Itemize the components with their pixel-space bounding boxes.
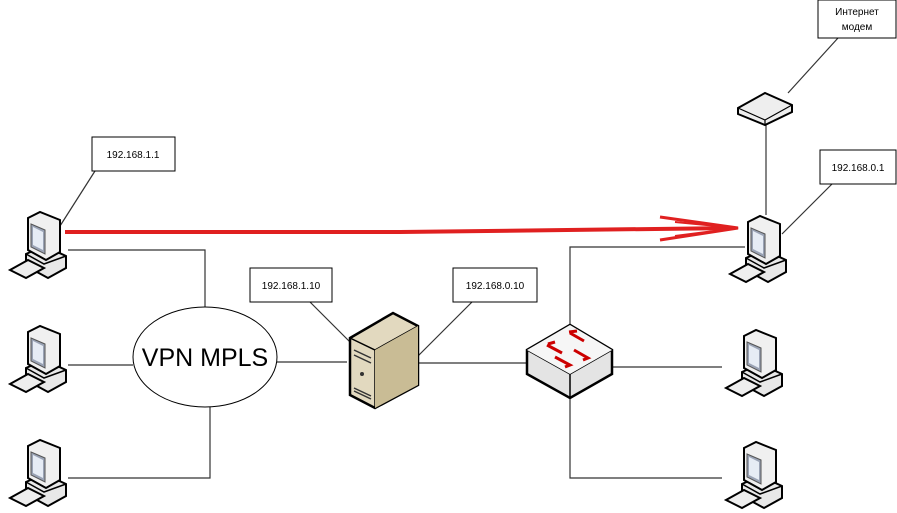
ip-label-pc-right: 192.168.0.1	[819, 149, 897, 185]
connections	[59, 37, 839, 479]
computer-right-3-icon[interactable]	[725, 441, 783, 509]
server-icon[interactable]	[348, 311, 420, 410]
computer-left-1-icon[interactable]	[9, 211, 67, 279]
vpn-mpls-label: VPN MPLS	[142, 344, 268, 372]
computer-left-3-icon[interactable]	[9, 439, 67, 507]
modem-label: Интернет модем	[817, 0, 897, 39]
svg-text:192.168.0.10: 192.168.0.10	[466, 281, 525, 292]
vpn-mpls-cloud[interactable]: VPN MPLS	[132, 306, 278, 408]
svg-text:192.168.1.1: 192.168.1.1	[107, 150, 160, 161]
svg-text:модем: модем	[842, 22, 873, 33]
ip-label-server-left: 192.168.1.10	[249, 267, 333, 303]
ip-label-pc-left: 192.168.1.1	[91, 136, 176, 172]
svg-text:192.168.1.10: 192.168.1.10	[262, 281, 321, 292]
ip-label-server-right: 192.168.0.10	[452, 267, 538, 303]
switch-icon[interactable]	[525, 323, 614, 400]
computer-left-2-icon[interactable]	[9, 325, 67, 393]
route-arrow	[65, 215, 739, 242]
computer-right-2-icon[interactable]	[725, 329, 783, 397]
modem-icon[interactable]	[737, 91, 793, 127]
svg-text:192.168.0.1: 192.168.0.1	[832, 163, 885, 174]
svg-text:Интернет: Интернет	[835, 7, 879, 18]
computer-right-1-icon[interactable]	[729, 215, 787, 283]
